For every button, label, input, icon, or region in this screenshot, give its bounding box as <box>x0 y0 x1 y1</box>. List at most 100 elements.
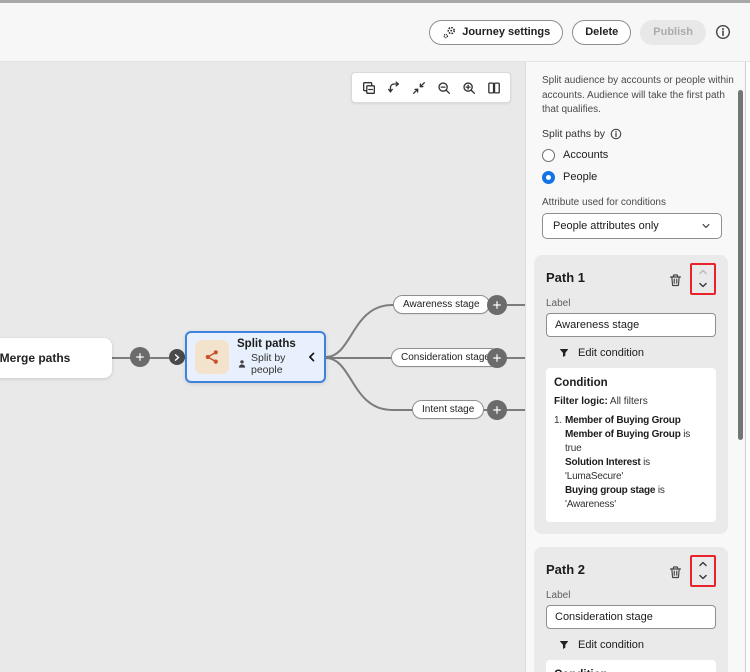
funnel-icon <box>558 347 570 359</box>
split-paths-by-info-icon[interactable] <box>610 128 622 140</box>
branch-label-consideration[interactable]: Consideration stage <box>391 348 500 367</box>
path-2-controls <box>668 554 716 587</box>
path-1-header: Path 1 <box>546 262 716 295</box>
path-1-annotation-highlight <box>690 262 716 295</box>
split-node-text: Split paths Split by people <box>237 338 299 376</box>
split-paths-by-row: Split paths by <box>542 128 737 140</box>
path-1-controls <box>668 262 716 295</box>
path-2-condition-card: Condition Filter logic:All filters 1.Mem… <box>546 659 716 672</box>
path-2-label-caption: Label <box>546 589 571 601</box>
attribute-select[interactable]: People attributes only <box>542 212 722 239</box>
radio-accounts-label: Accounts <box>563 149 609 161</box>
select-chevron-down-icon <box>702 223 710 228</box>
undo-arrow-icon[interactable] <box>382 76 406 100</box>
flow-canvas[interactable]: Merge paths Split paths Split by people <box>0 62 525 672</box>
publish-button: Publish <box>640 19 706 45</box>
journey-settings-gear-icon <box>442 25 456 39</box>
rule-field: Buying group stage <box>565 484 656 496</box>
branch-label-consideration-text: Consideration stage <box>401 352 490 363</box>
path-1-rule: Buying group stage is 'Awareness' <box>565 484 708 512</box>
person-icon <box>237 359 247 369</box>
add-node-button-main[interactable] <box>130 347 150 367</box>
expand-left-icon[interactable] <box>169 349 185 365</box>
path-2-card: Path 2 Label <box>534 546 728 672</box>
window-top-strip <box>0 0 750 3</box>
rule-number: 1. <box>554 414 562 426</box>
add-node-button-branch-1[interactable] <box>487 295 507 315</box>
path-1-move-up-icon[interactable] <box>695 266 711 279</box>
split-node-title: Split paths <box>237 338 296 350</box>
path-2-move-up-icon[interactable] <box>695 558 711 571</box>
split-paths-by-label: Split paths by <box>542 127 606 140</box>
branch-label-intent-text: Intent stage <box>422 404 475 415</box>
journey-settings-label: Journey settings <box>462 26 551 38</box>
path-1-card: Path 1 Label <box>534 254 728 534</box>
split-paths-node[interactable]: Split paths Split by people <box>185 331 326 383</box>
path-1-rule: Member of Buying Group is true <box>565 428 708 456</box>
rule-value: is 'Awareness' <box>565 484 665 510</box>
zoom-out-icon[interactable] <box>432 76 456 100</box>
path-2-annotation-highlight <box>690 554 716 587</box>
path-1-filter-logic-value: All filters <box>609 395 648 407</box>
path-2-edit-condition-button[interactable]: Edit condition <box>558 639 716 651</box>
rule-value: is 'LumaSecure' <box>565 456 650 482</box>
rule-field: Member of Buying Group <box>565 428 681 440</box>
attribute-select-value: People attributes only <box>553 219 659 232</box>
fit-view-icon[interactable] <box>407 76 431 100</box>
path-1-rule: Solution Interest is 'LumaSecure' <box>565 456 708 484</box>
radio-accounts[interactable]: Accounts <box>542 148 737 162</box>
rule-field: Member of Buying Group <box>565 414 681 426</box>
split-settings-panel: Split audience by accounts or people wit… <box>525 62 745 672</box>
path-2-label-input[interactable] <box>546 604 716 629</box>
publish-label: Publish <box>653 26 693 38</box>
split-node-subtitle-row: Split by people <box>237 352 299 376</box>
delete-label: Delete <box>585 26 619 38</box>
canvas-toolbar <box>351 72 511 103</box>
collapse-node-chevron-icon[interactable] <box>307 351 316 363</box>
path-2-header: Path 2 <box>546 554 716 587</box>
rule-field: Solution Interest <box>565 456 641 468</box>
radio-people[interactable]: People <box>542 170 737 184</box>
radio-people-circle-icon[interactable] <box>542 170 555 184</box>
path-1-move-down-icon[interactable] <box>695 279 711 292</box>
path-1-rule: 1.Member of Buying Group <box>554 414 708 428</box>
radio-people-label: People <box>563 171 598 183</box>
info-icon[interactable] <box>715 24 731 40</box>
path-1-label-input[interactable] <box>546 312 716 337</box>
merge-paths-node-title: Merge paths <box>0 351 71 365</box>
delete-button[interactable]: Delete <box>572 19 632 45</box>
header-bar: Journey settings Delete Publish <box>0 3 750 62</box>
add-node-button-branch-2[interactable] <box>487 348 507 368</box>
radio-accounts-circle-icon[interactable] <box>542 148 555 162</box>
branch-label-awareness-text: Awareness stage <box>403 299 480 310</box>
zoom-in-icon[interactable] <box>457 76 481 100</box>
path-2-trash-icon[interactable] <box>668 559 683 583</box>
path-1-condition-title: Condition <box>554 376 608 389</box>
panel-intro-text: Split audience by accounts or people wit… <box>542 75 734 115</box>
path-1-filter-logic: Filter logic:All filters <box>554 396 708 407</box>
path-2-edit-condition-label: Edit condition <box>578 638 645 651</box>
branch-label-awareness[interactable]: Awareness stage <box>393 295 490 314</box>
funnel-icon <box>558 639 570 651</box>
path-1-edit-condition-button[interactable]: Edit condition <box>558 347 716 359</box>
duplicate-icon[interactable] <box>357 76 381 100</box>
rule-value: is true <box>565 428 691 454</box>
path-1-condition-card: Condition Filter logic:All filters 1.Mem… <box>546 367 716 522</box>
split-paths-icon <box>195 340 229 374</box>
panel-scrollbar[interactable] <box>738 90 743 440</box>
branch-label-intent[interactable]: Intent stage <box>412 400 485 419</box>
window-right-edge <box>745 62 750 672</box>
path-2-title: Path 2 <box>546 561 586 577</box>
path-2-move-down-icon[interactable] <box>695 571 711 584</box>
path-1-label-caption: Label <box>546 297 571 309</box>
path-1-edit-condition-label: Edit condition <box>578 346 645 359</box>
add-node-button-branch-3[interactable] <box>487 400 507 420</box>
attribute-label: Attribute used for conditions <box>542 196 666 208</box>
merge-paths-node[interactable]: Merge paths <box>0 338 112 378</box>
minimap-icon[interactable] <box>482 76 506 100</box>
path-1-filter-logic-label: Filter logic: <box>554 395 608 407</box>
journey-settings-button[interactable]: Journey settings <box>429 19 564 45</box>
path-1-trash-icon[interactable] <box>668 267 683 291</box>
path-2-condition-title: Condition <box>554 669 708 672</box>
